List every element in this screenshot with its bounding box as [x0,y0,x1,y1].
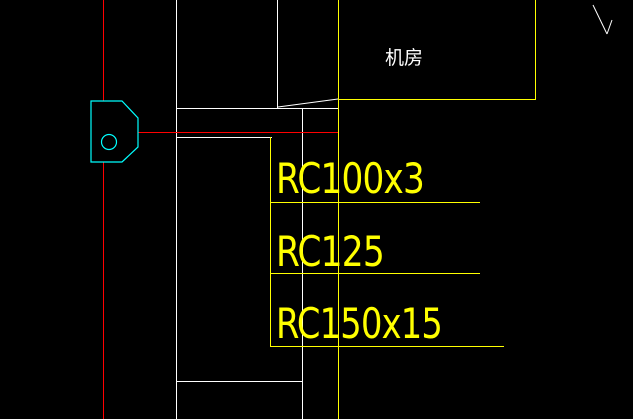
junction-box-circle [100,133,118,151]
cable-label[interactable]: RC150x15 [276,299,443,348]
cable-label[interactable]: RC100x3 [276,154,425,203]
corner-mark [592,4,608,35]
cable-label[interactable]: RC125 [276,227,385,276]
white-linework [176,0,613,419]
cable-labels: RC100x3 RC125 RC150x15 [276,154,443,348]
corner-mark [606,19,613,35]
yellow-linework [270,0,536,419]
room-label[interactable]: 机房 [385,47,423,69]
junction-box-outline [90,100,139,163]
slant-line [277,98,339,108]
red-linework [103,0,338,419]
junction-box-icon[interactable] [90,100,139,163]
